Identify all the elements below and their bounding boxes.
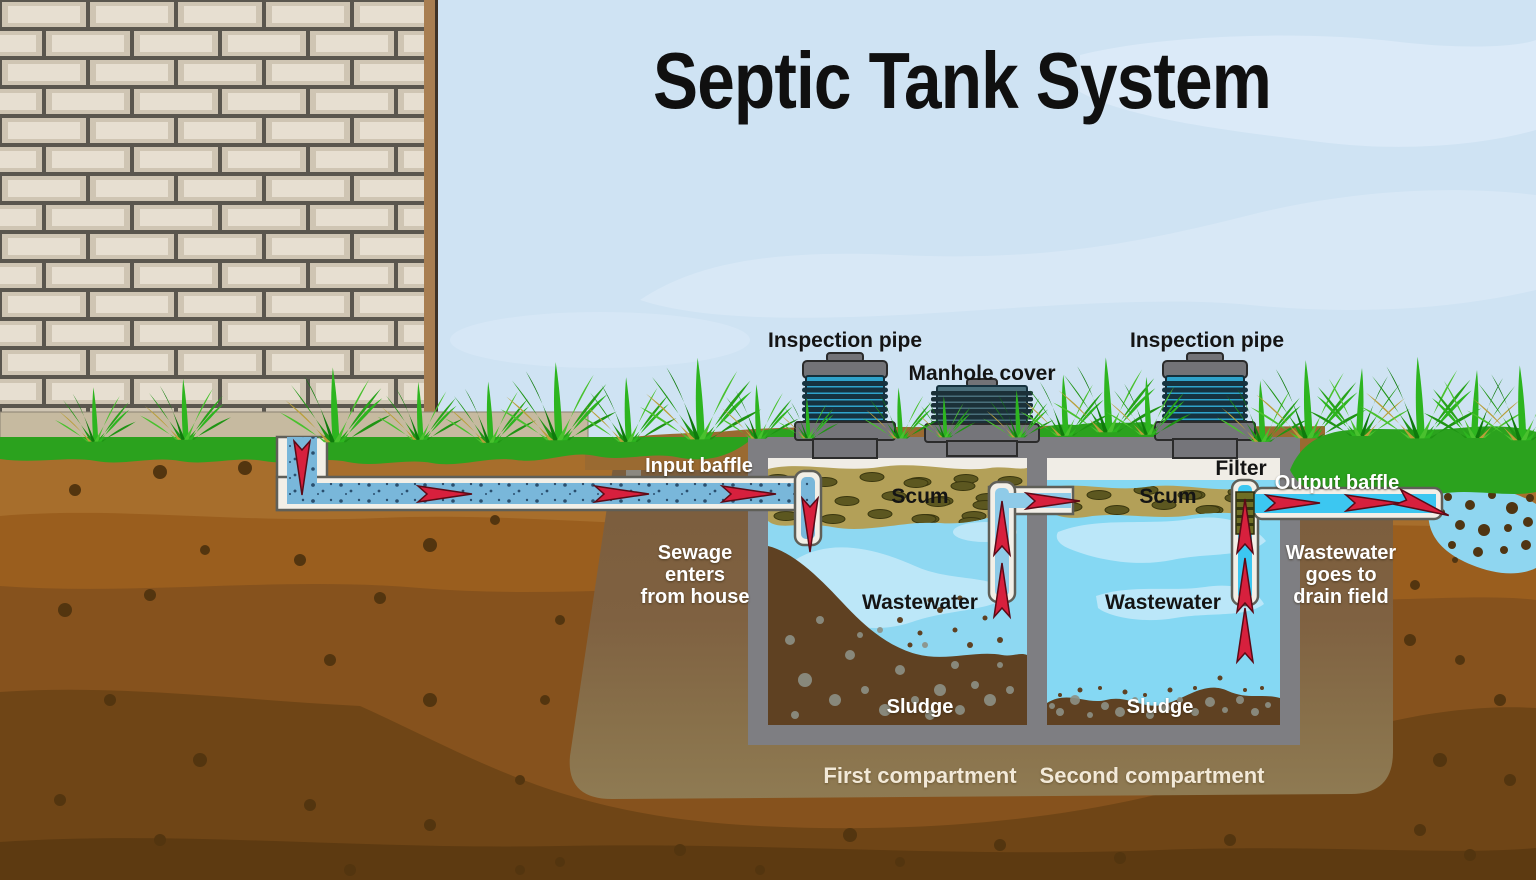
svg-text:drain field: drain field — [1293, 586, 1389, 608]
svg-text:goes to: goes to — [1305, 564, 1376, 586]
label-second-compartment: Second compartment — [1040, 763, 1266, 788]
labels: Inspection pipe Inspection pipe Manhole … — [641, 329, 1400, 788]
label-inspection-pipe-right: Inspection pipe — [1130, 329, 1284, 352]
svg-text:from house: from house — [641, 586, 750, 608]
sky-swirl — [450, 312, 750, 368]
sewer-pipe — [275, 435, 812, 512]
filter-baffle-pipe — [1230, 478, 1444, 607]
sky-swirl — [1080, 35, 1536, 147]
label-sewage-note: Sewage enters from house — [641, 542, 750, 608]
page-title: Septic Tank System — [653, 36, 1271, 125]
svg-text:Sewage: Sewage — [658, 542, 732, 564]
svg-text:Wastewater: Wastewater — [1286, 542, 1397, 564]
label-output-baffle: Output baffle — [1275, 472, 1399, 494]
svg-text:enters: enters — [665, 564, 725, 586]
label-wastewater-first: Wastewater — [862, 591, 978, 614]
label-inspection-pipe-left: Inspection pipe — [768, 329, 922, 352]
manhole-cover — [924, 378, 1040, 457]
label-manhole-cover: Manhole cover — [908, 362, 1055, 385]
label-wastewater-second: Wastewater — [1105, 591, 1221, 614]
wall-corner-trim — [424, 0, 437, 412]
label-first-compartment: First compartment — [823, 763, 1017, 788]
sky-swirl — [640, 190, 1536, 318]
label-scum-second: Scum — [1139, 485, 1196, 508]
output-pipe-water — [1254, 494, 1436, 513]
label-drainfield-note: Wastewater goes to drain field — [1286, 542, 1397, 608]
label-sludge-second: Sludge — [1127, 696, 1194, 718]
label-input-baffle: Input baffle — [645, 455, 753, 477]
label-filter: Filter — [1215, 457, 1266, 480]
label-scum-first: Scum — [891, 485, 948, 508]
divider-wall — [1027, 458, 1047, 725]
label-sludge-first: Sludge — [887, 696, 954, 718]
house-wall — [0, 0, 589, 439]
brick-wall — [0, 0, 424, 412]
sludge-layer-1 — [768, 546, 1027, 725]
drain-field — [1428, 482, 1536, 574]
